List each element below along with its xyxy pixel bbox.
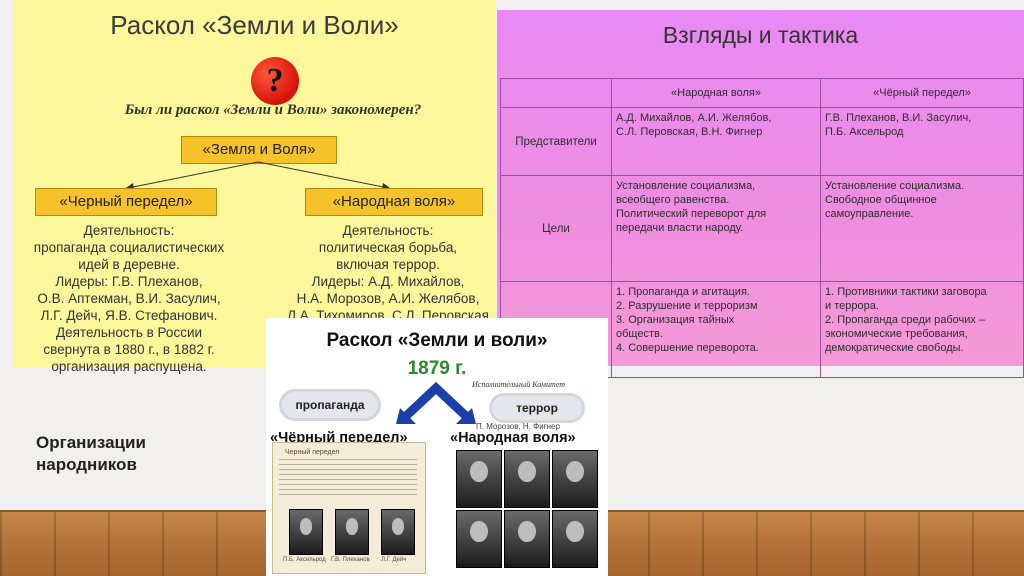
root-box: «Земля и Воля» [181, 136, 337, 164]
branch-arrows [123, 161, 393, 190]
caption-organizations: Организации народников [36, 433, 146, 474]
portrait-caption: Л.Г. Дейч [381, 557, 407, 563]
slide-split-diagram[interactable]: Раскол «Земли и Воли» ? Был ли раскол «З… [13, 0, 496, 374]
header-cell: «Народная воля» [611, 78, 821, 108]
portrait-photo [504, 450, 550, 508]
right-branch-box: «Народная воля» [305, 188, 483, 216]
question-text: Был ли раскол «Земли и Воли» закономерен… [124, 102, 422, 118]
left-branch-box: «Черный передел» [35, 188, 217, 216]
portrait-caption: Г.В. Плеханов [331, 557, 370, 563]
slide-title: Раскол «Земли и Воли» [110, 10, 399, 40]
terror-cloud: террор [492, 396, 582, 420]
portrait-photo [456, 510, 502, 568]
portrait-photo [381, 509, 415, 555]
doc-text-lines [279, 459, 417, 499]
table-cell: Установление социализма, всеобщего равен… [611, 175, 821, 282]
portrait-photo [335, 509, 369, 555]
portrait-caption: П.Б. Аксельрод [283, 557, 326, 563]
table-cell: 1. Противники тактики заговора и террора… [820, 281, 1024, 378]
propaganda-cloud: пропаганда [282, 392, 378, 418]
doc-caption: П. Морозов, Н. Фигнер [476, 422, 560, 431]
doc-title: Черный передел [285, 449, 340, 456]
right-branch-text: Деятельность: политическая борьба, включ… [287, 223, 489, 323]
table-header-row: «Народная воля» «Чёрный передел» [500, 78, 1024, 108]
question-mark-icon: ? [251, 57, 299, 105]
header-cell [500, 78, 612, 108]
table-cell: А.Д. Михайлов, А.И. Желябов, С.Л. Перовс… [611, 107, 821, 176]
table-cell: 1. Пропаганда и агитация. 2. Разрушение … [611, 281, 821, 378]
portrait-photo [552, 510, 598, 568]
slide-title: Раскол «Земли и воли» [326, 330, 548, 351]
people-will-label: «Народная воля» [450, 430, 576, 446]
header-cell: «Чёрный передел» [820, 78, 1024, 108]
slide-split-1879[interactable]: Раскол «Земли и воли» 1879 г. пропаганда… [266, 318, 608, 576]
year-label: 1879 г. [407, 358, 467, 379]
portrait-photo [552, 450, 598, 508]
left-branch-text: Деятельность: пропаганда социалистически… [33, 223, 225, 374]
table-row: Цели Установление социализма, всеобщего … [500, 175, 1024, 282]
slide-views-tactics[interactable]: Взгляды и тактика «Народная воля» «Чёрны… [497, 10, 1024, 378]
table-cell: Установление социализма. Свободное общин… [820, 175, 1024, 282]
portrait-photo [289, 509, 323, 555]
portrait-photo [456, 450, 502, 508]
table-cell: Г.В. Плеханов, В.И. Засулич, П.Б. Аксель… [820, 107, 1024, 176]
doc-header: Исполнительный Комитет [472, 380, 566, 389]
row-label: Представители [500, 107, 612, 176]
black-repartition-document: Черный передел П.Б. Аксельрод Г.В. Плеха… [272, 442, 426, 574]
table-row: Представители А.Д. Михайлов, А.И. Желябо… [500, 107, 1024, 176]
row-label: Цели [500, 175, 612, 282]
split-arrow-icon [396, 381, 476, 424]
slide-title: Взгляды и тактика [662, 22, 859, 48]
portrait-photo [504, 510, 550, 568]
